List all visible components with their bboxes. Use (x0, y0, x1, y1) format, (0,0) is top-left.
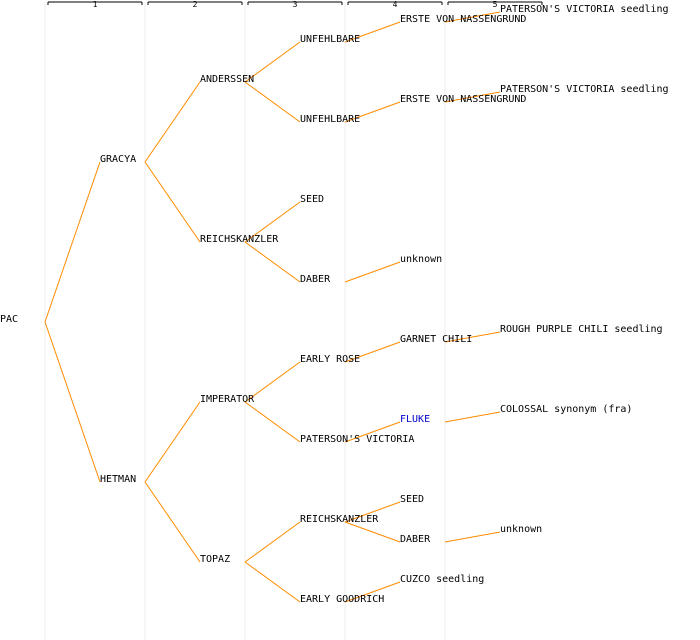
generation-label: 1 (92, 0, 98, 9)
generation-label: 3 (292, 0, 298, 9)
pedigree-edge (344, 21, 401, 43)
ancestor-node-label: EARLY ROSE (300, 354, 361, 365)
pedigree-edge (244, 41, 301, 83)
ancestor-node-label: unknown (400, 254, 443, 265)
generation-label: 5 (492, 0, 498, 9)
ancestor-node-label: unknown (500, 524, 543, 535)
pedigree-edge (44, 321, 101, 483)
pedigree-edge (244, 241, 301, 283)
pedigree-edge (144, 401, 201, 483)
generation-ruler-segment (47, 1, 143, 5)
ancestor-node-label[interactable]: FLUKE (400, 414, 431, 425)
ancestor-node-label: PATERSON'S VICTORIA seedling (500, 84, 669, 95)
pedigree-edge (444, 531, 501, 543)
pedigree-edge (144, 81, 201, 163)
pedigree-edge (444, 411, 501, 423)
pedigree-edge (344, 101, 401, 123)
ancestor-node-label: CUZCO seedling (400, 574, 485, 585)
pedigree-edge (344, 501, 401, 523)
ancestor-node-label: SEED (300, 194, 325, 205)
ancestor-node-label: UNFEHLBARE (300, 114, 361, 125)
ancestor-node-label: SEED (400, 494, 425, 505)
ancestor-node-label: IMPERATOR (200, 394, 255, 405)
pedigree-edge (244, 561, 301, 603)
pedigree-edge (144, 161, 201, 243)
ancestor-node-label: GRACYA (100, 154, 137, 165)
pedigree-edge (444, 91, 501, 103)
pedigree-edge (344, 581, 401, 603)
pedigree-edge (244, 361, 301, 403)
pedigree-edge (444, 11, 501, 23)
pedigree-edge (344, 261, 401, 283)
pedigree-edge (44, 161, 101, 323)
pedigree-edge (344, 421, 401, 443)
generation-ruler-segment (447, 1, 543, 5)
pedigree-edge (244, 81, 301, 123)
generation-ruler-segment (247, 1, 343, 5)
generation-label: 4 (392, 0, 398, 9)
ancestor-node-label: ROUGH PURPLE CHILI seedling (500, 324, 663, 335)
pedigree-edge (244, 521, 301, 563)
generation-ruler-segment (347, 1, 443, 5)
root-node-label: PAC (0, 314, 19, 325)
ancestor-node-label: ERSTE VON NASSENGRUND (400, 94, 527, 105)
ancestor-node-label: REICHSKANZLER (200, 234, 279, 245)
ancestor-node-label: HETMAN (100, 474, 137, 485)
pedigree-edge (244, 401, 301, 443)
ancestor-node-label: PATERSON'S VICTORIA seedling (500, 4, 669, 15)
ancestor-node-label: COLOSSAL synonym (fra) (500, 404, 633, 415)
ancestor-node-label: REICHSKANZLER (300, 514, 379, 525)
pedigree-edge (344, 341, 401, 363)
ancestor-node-label: UNFEHLBARE (300, 34, 361, 45)
pedigree-edge (344, 521, 401, 543)
ancestor-node-label: PATERSON'S VICTORIA (300, 434, 415, 445)
ancestor-node-label: EARLY GOODRICH (300, 594, 385, 605)
ancestor-node-label: TOPAZ (200, 554, 231, 565)
ancestor-node-label: DABER (400, 534, 431, 545)
generation-ruler-segment (147, 1, 243, 5)
ancestor-node-label: GARNET CHILI (400, 334, 473, 345)
ancestor-node-label: DABER (300, 274, 331, 285)
generation-label: 2 (192, 0, 198, 9)
pedigree-edge (144, 481, 201, 563)
ancestor-node-label: ANDERSSEN (200, 74, 255, 85)
pedigree-edge (444, 331, 501, 343)
pedigree-edge (244, 201, 301, 243)
ancestor-node-label: ERSTE VON NASSENGRUND (400, 14, 527, 25)
